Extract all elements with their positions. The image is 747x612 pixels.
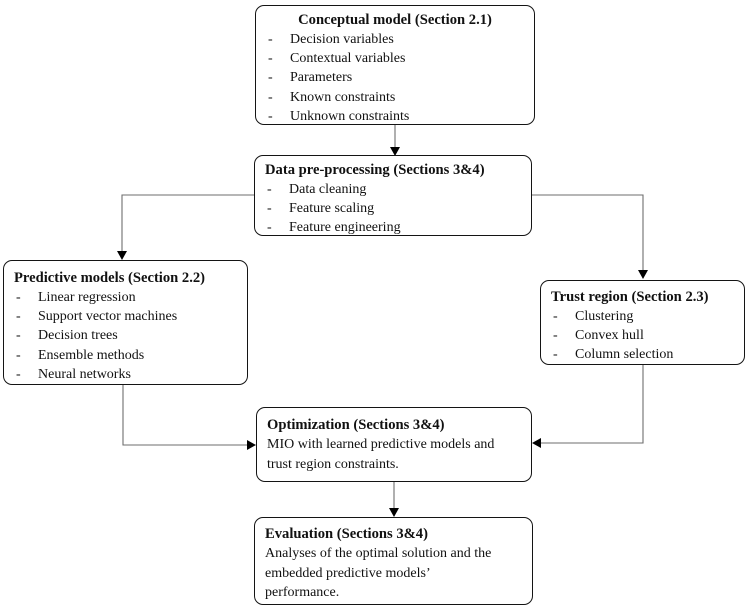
list-item: - Convex hull [551, 326, 734, 345]
arrow-predictive-models-to-optimization [122, 385, 256, 450]
bullet-dash: - [16, 366, 21, 382]
bullet-dash: - [268, 70, 273, 86]
list-item-label: Column selection [575, 347, 674, 363]
box-conceptual-model: Conceptual model (Section 2.1) - Decision… [255, 5, 535, 125]
box-title: Conceptual model (Section 2.1) [298, 12, 492, 28]
box-title: Predictive models (Section 2.2) [14, 270, 206, 286]
box-data-pre-processing: Data pre-processing (Sections 3&4) - Data… [254, 155, 532, 236]
bullet-dash: - [553, 328, 558, 344]
bullet-dash: - [268, 32, 273, 47]
list-item-label: Ensemble methods [38, 347, 145, 363]
list-item-label: Data cleaning [289, 182, 367, 197]
box-title: Evaluation (Sections 3&4) [265, 526, 428, 542]
bullet-dash: - [16, 328, 21, 344]
box-title: Data pre-processing (Sections 3&4) [265, 162, 485, 178]
bullet-dash: - [267, 201, 272, 217]
box-predictive-models: Predictive models (Section 2.2) - Linear … [3, 260, 248, 385]
list-item: - Data cleaning [265, 180, 521, 199]
bullet-dash: - [553, 347, 558, 363]
list-item-label: Feature scaling [289, 201, 375, 217]
list-item-label: Contextual variables [290, 51, 406, 67]
arrow-preprocessing-to-predictive-models [117, 194, 254, 260]
box-item-list: - Decision variables - Contextual variable… [266, 30, 524, 126]
list-item: - Decision trees [14, 326, 237, 345]
list-item: - Feature scaling [265, 199, 521, 218]
list-item: - Feature engineering [265, 218, 521, 237]
list-item: - Column selection [551, 345, 734, 364]
list-item-label: Unknown constraints [290, 108, 410, 124]
list-item-label: Support vector machines [38, 309, 178, 325]
bullet-dash: - [16, 309, 21, 325]
box-body-text: Analyses of the optimal solution and the… [265, 546, 492, 600]
list-item-label: Parameters [290, 70, 353, 86]
arrow-preprocessing-to-trust-region [532, 194, 648, 279]
box-trust-region: Trust region (Section 2.3) - Clustering -… [540, 280, 745, 365]
list-item-label: Convex hull [575, 328, 644, 344]
list-item: - Contextual variables [266, 49, 524, 68]
list-item: - Unknown constraints [266, 107, 524, 126]
arrow-conceptual-to-preprocessing [390, 125, 400, 156]
list-item-label: Neural networks [38, 366, 131, 382]
list-item-label: Clustering [575, 309, 634, 324]
list-item: - Linear regression [14, 288, 237, 307]
arrow-trust-region-to-optimization [532, 365, 644, 448]
list-item-label: Decision trees [38, 328, 118, 344]
box-title: Trust region (Section 2.3) [551, 289, 709, 305]
bullet-dash: - [16, 347, 21, 363]
box-optimization: Optimization (Sections 3&4) MIO with lea… [256, 407, 532, 482]
box-title: Optimization (Sections 3&4) [267, 417, 445, 433]
list-item: - Neural networks [14, 365, 237, 384]
bullet-dash: - [267, 182, 272, 197]
box-item-list: - Clustering - Convex hull - Column selecti… [551, 307, 734, 365]
arrow-optimization-to-evaluation [389, 482, 399, 517]
list-item: - Parameters [266, 68, 524, 87]
list-item: - Support vector machines [14, 307, 237, 326]
box-body-text: MIO with learned predictive models and t… [267, 437, 495, 472]
box-item-list: - Data cleaning - Feature scaling - Feature… [265, 180, 521, 238]
list-item: - Clustering [551, 307, 734, 326]
list-item-label: Decision variables [290, 32, 394, 47]
bullet-dash: - [268, 108, 273, 124]
bullet-dash: - [16, 290, 21, 305]
box-item-list: - Linear regression - Support vector machi… [14, 288, 237, 384]
bullet-dash: - [268, 89, 273, 105]
box-evaluation: Evaluation (Sections 3&4) Analyses of th… [254, 517, 533, 605]
list-item: - Known constraints [266, 88, 524, 107]
list-item-label: Known constraints [290, 89, 396, 105]
list-item: - Decision variables [266, 30, 524, 49]
list-item: - Ensemble methods [14, 346, 237, 365]
bullet-dash: - [553, 309, 558, 324]
list-item-label: Linear regression [38, 290, 136, 305]
bullet-dash: - [267, 220, 272, 236]
list-item-label: Feature engineering [289, 220, 401, 236]
bullet-dash: - [268, 51, 273, 67]
